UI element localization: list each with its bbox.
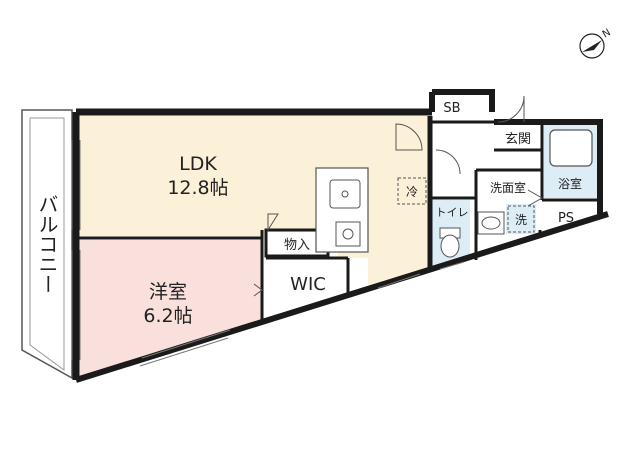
interior-walls — [78, 120, 600, 322]
north-arrow-label: N — [601, 27, 613, 40]
bathtub — [549, 129, 593, 167]
pipe-space-label: PS — [558, 211, 574, 226]
door-swings — [253, 95, 544, 297]
wash-basin — [477, 211, 505, 235]
western-room-size-label: 6.2帖 — [143, 305, 192, 327]
washroom-label: 洗面室 — [490, 180, 526, 195]
windows — [71, 140, 465, 367]
bathroom-label: 浴室 — [558, 176, 582, 191]
western-room — [78, 240, 262, 378]
kitchen-counter — [315, 167, 369, 253]
shoe-box-label: SB — [443, 101, 460, 116]
storage-label: 物入 — [284, 238, 310, 253]
western-room-label: 洋室 — [149, 281, 187, 303]
wic-room — [266, 258, 348, 322]
toilet-label: トイレ — [436, 206, 469, 219]
fridge-symbol: 冷 — [406, 185, 418, 199]
washer-spot: 洗 — [507, 205, 535, 233]
fridge-spot: 冷 — [397, 177, 427, 205]
ldk-label: LDK — [179, 153, 217, 175]
balcony: バルコニー — [21, 109, 73, 380]
ldk-size-label: 12.8帖 — [167, 177, 228, 199]
washer-area — [506, 204, 536, 234]
wic-label: WIC — [290, 274, 326, 295]
north-arrow-icon: N — [579, 27, 613, 59]
washer-symbol: 洗 — [515, 213, 527, 227]
balcony-label: バルコニー — [35, 194, 59, 294]
entrance-label: 玄関 — [505, 132, 531, 147]
toilet-fixture — [439, 227, 461, 258]
walls — [72, 89, 609, 383]
